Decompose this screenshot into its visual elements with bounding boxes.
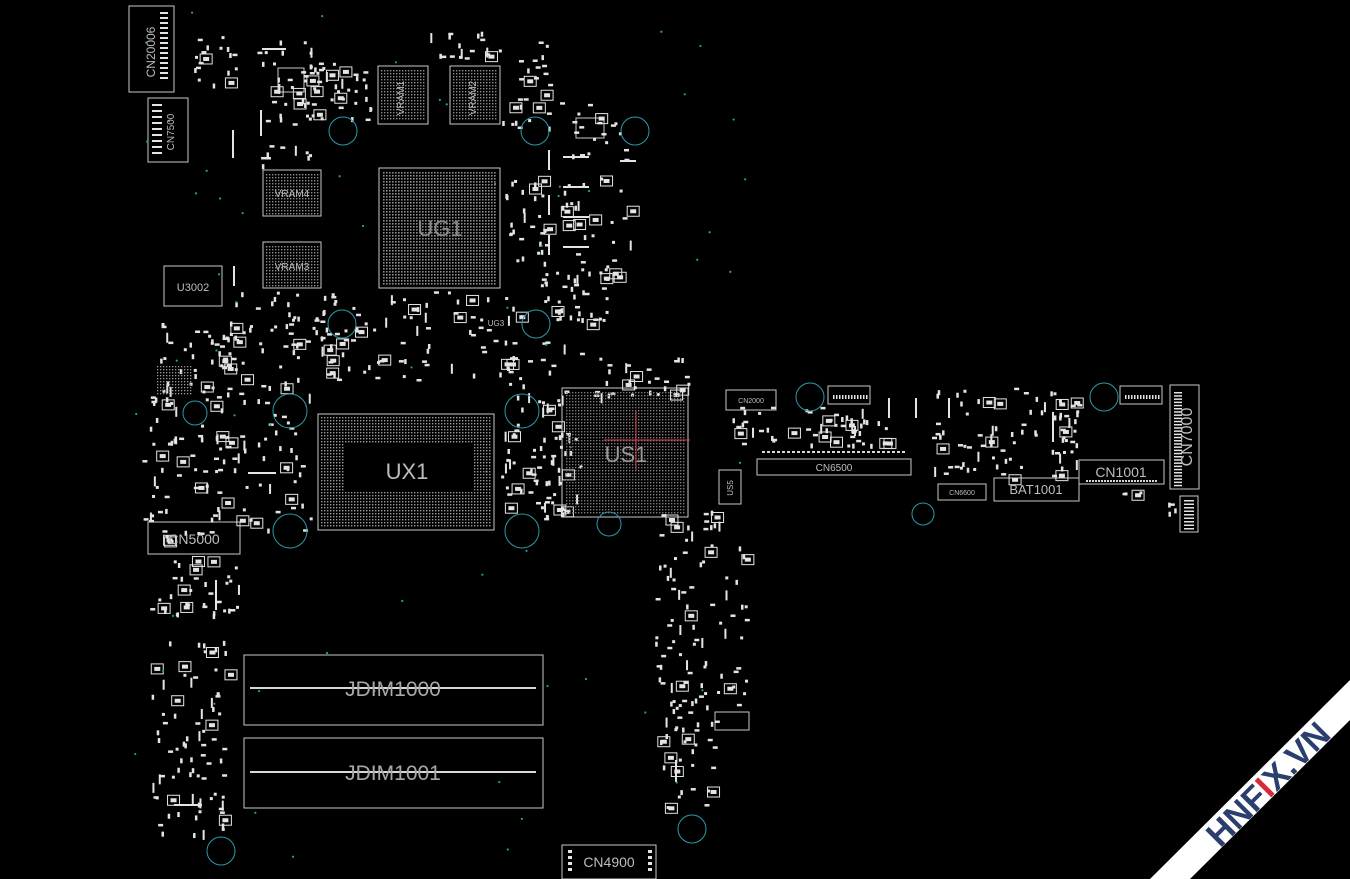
mounting-hole [182, 400, 208, 426]
label-ux1: UX1 [386, 459, 429, 484]
cn7000-outline[interactable] [1169, 384, 1200, 490]
label-cn1001: CN1001 [1095, 464, 1147, 480]
mounting-hole [328, 116, 358, 146]
small-bga-grid [157, 366, 192, 395]
cn1001-outline[interactable] [1078, 459, 1165, 485]
label-vram4: VRAM4 [275, 189, 310, 200]
label-vram2: VRAM2 [468, 80, 479, 115]
mounting-hole [327, 309, 357, 339]
us1-outline[interactable] [561, 387, 689, 518]
bat1001-outline[interactable] [993, 477, 1080, 502]
cn2000-outline[interactable] [725, 389, 777, 411]
label-u3002: U3002 [177, 282, 209, 294]
mounting-hole [272, 393, 308, 429]
mounting-hole [504, 393, 540, 429]
label-cn4900: CN4900 [583, 854, 635, 870]
connector-outline[interactable] [575, 117, 605, 139]
dimm-pin-rows [250, 451, 1158, 773]
jdim1001-outline[interactable] [243, 737, 544, 809]
label-ug1: UG1 [417, 216, 462, 241]
vram2-ball-grid [453, 70, 497, 120]
label-cn20006: CN20006 [144, 26, 158, 77]
small-connector-outline[interactable] [1179, 495, 1199, 533]
component-outlines [128, 5, 1200, 879]
cn4900-outline[interactable] [561, 844, 657, 879]
cn6500-outline[interactable] [756, 458, 912, 476]
u3002-outline[interactable] [163, 265, 223, 307]
ux1-die [344, 443, 473, 491]
connector-outline[interactable] [1119, 385, 1163, 405]
label-cn2000: CN2000 [738, 398, 764, 405]
vram1-ball-grid [381, 70, 425, 120]
component-labels: CN20006 CN7500 VRAM1 VRAM2 VRAM4 VRAM3 U… [144, 26, 1196, 870]
label-vram1: VRAM1 [396, 80, 407, 115]
mounting-hole [677, 814, 707, 844]
label-vram3: VRAM3 [275, 262, 310, 273]
cn20006-outline[interactable] [128, 5, 175, 93]
label-cn7000: CN7000 [1179, 408, 1196, 467]
mounting-hole [504, 513, 540, 549]
label-cn6600: CN6600 [949, 490, 975, 497]
label-cn5000: CN5000 [168, 531, 220, 547]
mounting-hole [911, 502, 935, 526]
vram2-outline[interactable] [449, 65, 501, 125]
label-ug3: UG3 [488, 319, 505, 328]
connector-outline[interactable] [827, 385, 871, 405]
cn7500-outline[interactable] [147, 97, 189, 163]
mounting-hole [795, 382, 825, 412]
us5-outline[interactable] [718, 469, 742, 505]
mounting-hole [206, 836, 236, 866]
vram3-outline[interactable] [262, 241, 322, 289]
vram3-ball-grid [266, 246, 319, 287]
mounting-hole [620, 116, 650, 146]
watermark-band [1150, 680, 1350, 879]
smd-pads [134, 11, 1194, 871]
mounting-hole [521, 309, 551, 339]
us1-ball-grid [566, 392, 685, 514]
mounting-hole [1089, 382, 1119, 412]
ug1-outline[interactable] [378, 167, 501, 289]
label-us5: US5 [726, 480, 735, 496]
jdim1000-outline[interactable] [243, 654, 544, 726]
label-jdim1000: JDIM1000 [345, 678, 441, 701]
mounting-hole [272, 513, 308, 549]
mounting-holes [182, 116, 1119, 866]
label-bat1001: BAT1001 [1009, 482, 1062, 497]
label-us1: US1 [605, 442, 648, 467]
vram4-outline[interactable] [262, 169, 322, 217]
ux1-outline[interactable] [317, 413, 495, 531]
label-jdim1001: JDIM1001 [345, 762, 441, 785]
cn6600-outline[interactable] [937, 483, 987, 501]
label-cn6500: CN6500 [816, 463, 853, 474]
vram1-outline[interactable] [377, 65, 429, 125]
mounting-hole [596, 511, 622, 537]
cn5000-outline[interactable] [147, 521, 241, 555]
mounting-hole [520, 116, 550, 146]
selection-crosshair [604, 410, 690, 470]
label-cn7500: CN7500 [166, 113, 177, 150]
vram4-ball-grid [266, 174, 319, 215]
ug1-ball-grid [383, 172, 496, 285]
